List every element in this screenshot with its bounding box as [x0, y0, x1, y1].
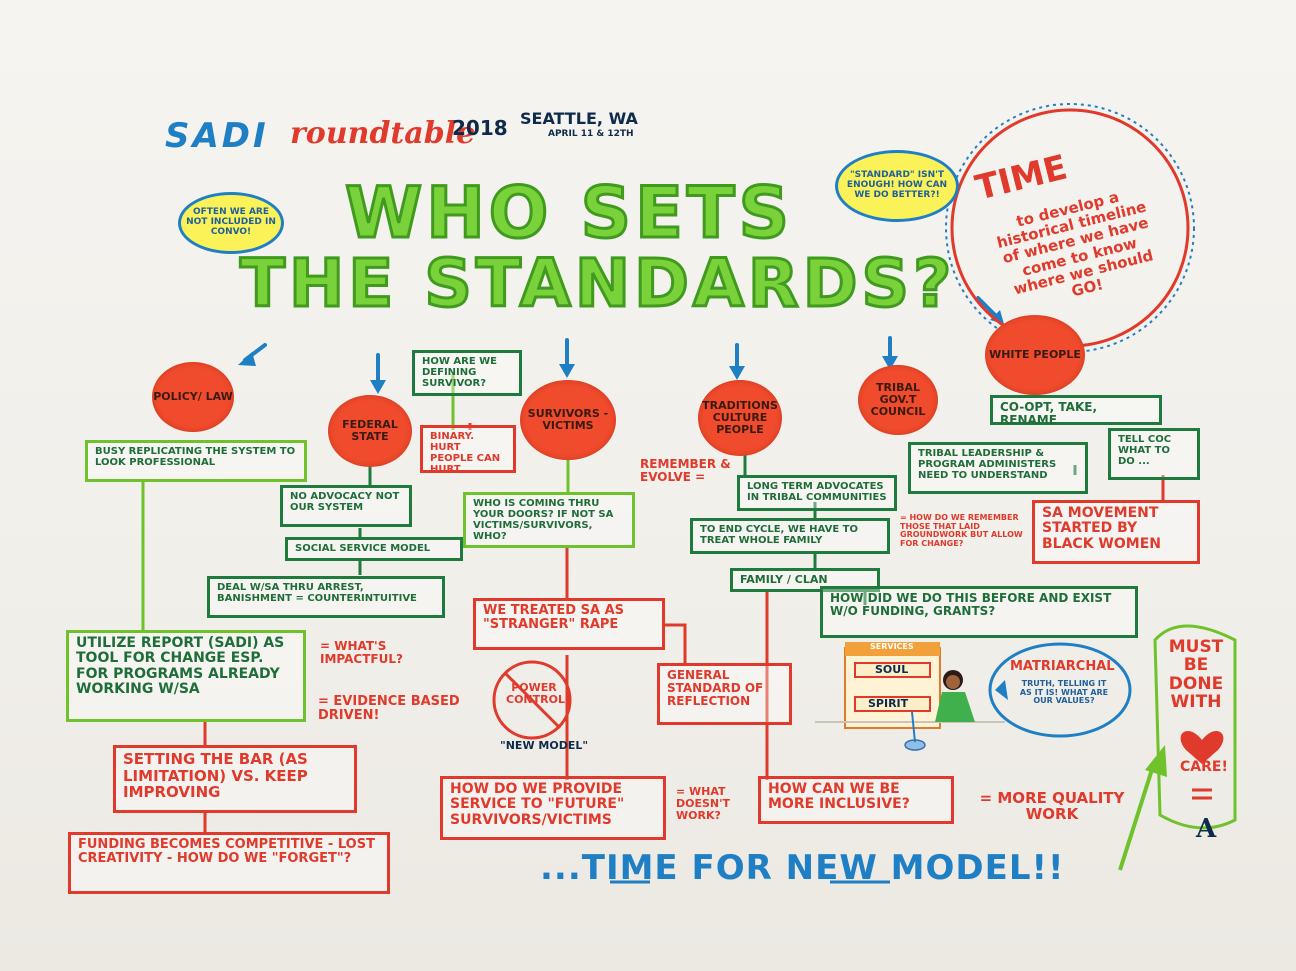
box-who-coming: WHO IS COMING THRU YOUR DOORS? IF NOT SA…: [463, 492, 635, 548]
box-tell-coc: TELL COC WHAT TO DO ...: [1108, 428, 1200, 480]
box-more-inclusive: HOW CAN WE BE MORE INCLUSIVE?: [758, 776, 954, 824]
bubble-not-included: OFTEN WE ARE NOT INCLUDED IN CONVO!: [178, 192, 284, 254]
box-stranger-rape: WE TREATED SA AS "STRANGER" RAPE: [473, 598, 665, 650]
header-dates: APRIL 11 & 12th: [548, 129, 634, 139]
services-soul: SOUL: [875, 663, 909, 676]
box-setting-bar: SETTING THE BAR (AS LIMITATION) VS. KEEP…: [113, 745, 357, 813]
care-label: CARE!: [1180, 759, 1228, 775]
box-deal-sa: DEAL W/SA THRU ARREST, BANISHMENT = COUN…: [207, 576, 445, 618]
circle-survivors-victims: SURVIVORS - VICTIMS: [520, 380, 616, 460]
box-long-term-advocates: LONG TERM ADVOCATES IN TRIBAL COMMUNITIE…: [737, 475, 897, 511]
note-impactful: = WHAT'S IMPACTFUL?: [320, 639, 403, 666]
note-remember-evolve: REMEMBER & EVOLVE =: [640, 457, 731, 484]
services-sign: SERVICES: [870, 642, 914, 651]
box-coopt: CO-OPT, TAKE, RENAME: [990, 395, 1162, 427]
title-line-2: THE STANDARDS?: [238, 244, 956, 324]
box-utilize-report: UTILIZE REPORT (SADI) AS TOOL FOR CHANGE…: [66, 630, 306, 722]
box-funding: FUNDING BECOMES COMPETITIVE - LOST CREAT…: [68, 832, 390, 894]
bubble-not-included-text: OFTEN WE ARE NOT INCLUDED IN CONVO!: [186, 207, 276, 237]
note-new-model: "NEW MODEL": [500, 739, 589, 752]
bubble-standard-not-enough: "STANDARD" ISN'T ENOUGH! HOW CAN WE DO B…: [835, 150, 959, 222]
signature: A: [1196, 814, 1217, 844]
header-year: 2018: [452, 116, 508, 140]
box-sa-movement: SA MOVEMENT STARTED BY BLACK WOMEN: [1032, 500, 1200, 564]
note-how-remember: = HOW DO WE REMEMBER THOSE THAT LAID GRO…: [900, 513, 1023, 548]
note-evidence: = EVIDENCE BASED DRIVEN!: [318, 694, 460, 724]
box-no-advocacy: NO ADVOCACY NOT OUR SYSTEM: [280, 485, 412, 527]
services-spirit: SPIRIT: [868, 697, 909, 710]
title-line-1: WHO SETS: [343, 171, 794, 256]
footer-new-model: ...TIME FOR NEW MODEL!!: [540, 848, 1065, 888]
note-doesnt-work: = WHAT DOESN'T WORK?: [676, 785, 730, 822]
box-how-did-we: HOW DID WE DO THIS BEFORE AND EXIST W/O …: [820, 586, 1138, 638]
box-defining-survivor: HOW ARE WE DEFINING SURVIVOR?: [412, 350, 522, 396]
header-city: SEATTLE, WA: [520, 109, 638, 128]
box-provide-service: HOW DO WE PROVIDE SERVICE TO "FUTURE" SU…: [440, 776, 666, 840]
circle-traditions-culture: TRADITIONS CULTURE PEOPLE: [698, 380, 782, 456]
box-binary: BINARY. HURT PEOPLE CAN HURT: [420, 425, 516, 475]
box-end-cycle: TO END CYCLE, WE HAVE TO TREAT WHOLE FAM…: [690, 518, 890, 554]
box-busy-replicating: BUSY REPLICATING THE SYSTEM TO LOOK PROF…: [85, 440, 307, 482]
circle-tribal-govt: TRIBAL GOV.T COUNCIL: [858, 365, 938, 435]
bubble-standard-not-enough-text: "STANDARD" ISN'T ENOUGH! HOW CAN WE DO B…: [846, 170, 948, 200]
header-roundtable: roundtable: [290, 116, 476, 151]
box-social-service: SOCIAL SERVICE MODEL: [285, 537, 463, 561]
note-quality: = MORE QUALITY WORK: [979, 789, 1125, 824]
matriarchal-heading: MATRIARCHAL: [1010, 659, 1115, 674]
matriarchal-body: TRUTH, TELLING IT AS IT IS! WHAT ARE OUR…: [1019, 679, 1109, 706]
note-power-control: POWER CONTROL: [506, 681, 565, 706]
box-tribal-leadership: TRIBAL LEADERSHIP & PROGRAM ADMINISTERS …: [908, 442, 1088, 494]
circle-policy-law: POLICY/ LAW: [152, 362, 234, 432]
circle-white-people: WHITE PEOPLE: [985, 315, 1085, 395]
circle-federal-state: FEDERAL STATE: [328, 395, 412, 467]
header-sadi: SADI: [165, 116, 269, 156]
box-general-standard: GENERAL STANDARD OF REFLECTION: [657, 663, 792, 725]
must-be-done: MUST BE DONE WITH: [1168, 637, 1224, 713]
